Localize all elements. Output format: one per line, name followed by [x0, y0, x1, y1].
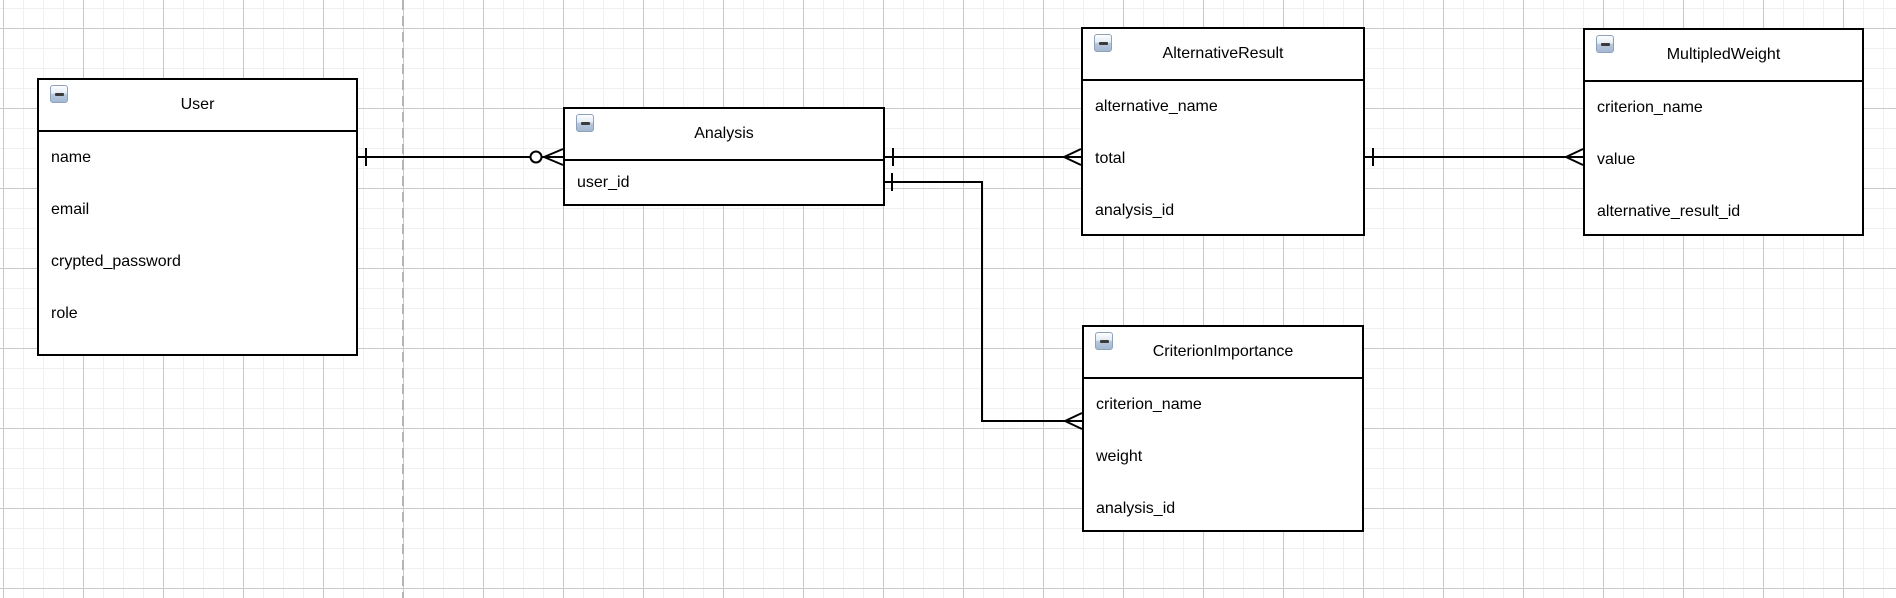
- minus-icon: [1600, 42, 1610, 46]
- entity-title-bar: CriterionImportance: [1084, 327, 1362, 379]
- minus-icon: [1098, 41, 1108, 45]
- entity-analysis[interactable]: Analysis user_id: [563, 107, 885, 206]
- minus-icon: [580, 121, 590, 125]
- entity-title: AlternativeResult: [1162, 45, 1284, 62]
- field-row[interactable]: user_id: [577, 173, 630, 191]
- field-row[interactable]: analysis_id: [1096, 500, 1176, 517]
- field-row[interactable]: total: [1095, 150, 1126, 167]
- collapse-icon[interactable]: [576, 114, 594, 132]
- entity-title-bar: Analysis: [565, 109, 883, 161]
- entity-title: MultipledWeight: [1666, 46, 1781, 63]
- entity-title-bar: AlternativeResult: [1083, 29, 1363, 81]
- field-row[interactable]: analysis_id: [1095, 202, 1175, 219]
- entity-criterion-importance[interactable]: CriterionImportance criterion_name weigh…: [1082, 325, 1364, 532]
- field-row[interactable]: alternative_name: [1095, 98, 1218, 115]
- field-row[interactable]: criterion_name: [1597, 99, 1703, 116]
- field-row[interactable]: name: [51, 149, 92, 166]
- field-row[interactable]: weight: [1096, 448, 1143, 465]
- minus-icon: [1099, 339, 1109, 343]
- entity-multipled-weight[interactable]: MultipledWeight criterion_name value alt…: [1583, 28, 1864, 236]
- entity-alternative-result[interactable]: AlternativeResult alternative_name total…: [1081, 27, 1365, 236]
- field-row[interactable]: crypted_password: [51, 253, 181, 270]
- minus-icon: [54, 92, 64, 96]
- field-row[interactable]: criterion_name: [1096, 396, 1202, 413]
- field-row[interactable]: email: [51, 201, 90, 218]
- entity-title-bar: User: [39, 80, 356, 132]
- entity-user[interactable]: User name email crypted_password role: [37, 78, 358, 356]
- field-row[interactable]: role: [51, 305, 78, 322]
- entity-title: CriterionImportance: [1152, 343, 1294, 360]
- collapse-icon[interactable]: [1596, 35, 1614, 53]
- entity-title: Analysis: [694, 125, 754, 142]
- entity-title-bar: MultipledWeight: [1585, 30, 1862, 82]
- page-boundary-divider: [402, 0, 404, 598]
- collapse-icon[interactable]: [1094, 34, 1112, 52]
- collapse-icon[interactable]: [50, 85, 68, 103]
- field-row[interactable]: alternative_result_id: [1597, 203, 1741, 220]
- collapse-icon[interactable]: [1095, 332, 1113, 350]
- entity-title: User: [180, 96, 215, 113]
- field-row[interactable]: value: [1597, 151, 1636, 168]
